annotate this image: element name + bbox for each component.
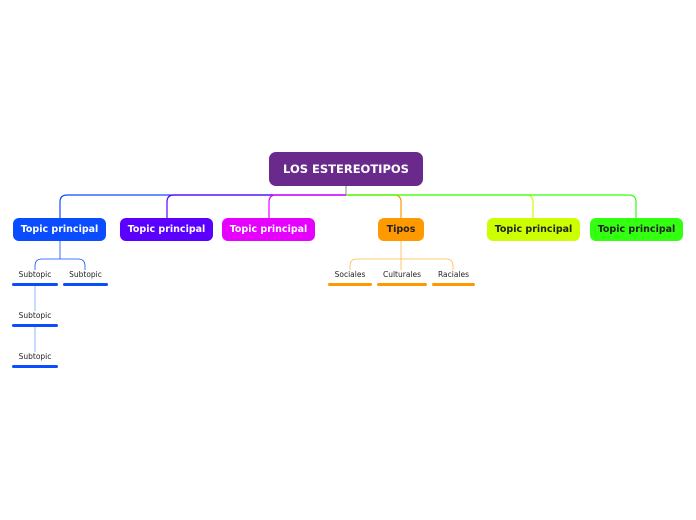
subtopic-3[interactable]: Subtopic (12, 310, 58, 322)
branch-line-topic-2 (166, 194, 346, 218)
topic-1-subtopic-lines (34, 241, 86, 270)
tipos-subtopic-sociales[interactable]: Sociales (328, 269, 372, 281)
main-topic-tipos[interactable]: Tipos (378, 218, 424, 241)
central-topic[interactable]: LOS ESTEREOTIPOS (269, 152, 423, 186)
main-topic-3[interactable]: Topic principal (222, 218, 315, 241)
main-topic-6-label: Topic principal (597, 224, 676, 235)
tipos-subtopic-raciales[interactable]: Raciales (432, 269, 475, 281)
tipos-subtopic-raciales-label: Raciales (437, 270, 470, 279)
subtopic-2[interactable]: Subtopic (63, 269, 108, 281)
subtopic-3-label: Subtopic (18, 311, 52, 320)
branch-line-topic-5 (346, 194, 534, 218)
subtopic-1-underline (12, 283, 58, 286)
subtopic-2-label: Subtopic (69, 270, 102, 279)
subtopic-4-label: Subtopic (18, 352, 52, 361)
main-topic-2[interactable]: Topic principal (120, 218, 213, 241)
branch-line-topic-6 (346, 194, 637, 218)
central-topic-label: LOS ESTEREOTIPOS (283, 162, 409, 176)
main-topic-2-label: Topic principal (127, 224, 206, 235)
main-topic-tipos-label: Tipos (386, 224, 416, 235)
main-topic-6[interactable]: Topic principal (590, 218, 683, 241)
subtopic-4[interactable]: Subtopic (12, 351, 58, 363)
subtopic-4-underline (12, 365, 58, 368)
tipos-subtopic-lines (349, 241, 454, 270)
tipos-subtopic-culturales-label: Culturales (382, 270, 422, 279)
branch-line-topic-3 (268, 194, 346, 218)
subtopic-3-underline (12, 324, 58, 327)
tipos-subtopic-raciales-underline (432, 283, 475, 286)
tipos-subtopic-sociales-label: Sociales (334, 270, 366, 279)
subtopic-2-underline (63, 283, 108, 286)
main-topic-1-label: Topic principal (20, 224, 99, 235)
tipos-subtopic-culturales-underline (377, 283, 427, 286)
branch-line-tipos (346, 194, 402, 218)
tipos-subtopic-sociales-underline (328, 283, 372, 286)
subtopic-1[interactable]: Subtopic (12, 269, 58, 281)
main-topic-3-label: Topic principal (229, 224, 308, 235)
tipos-subtopic-culturales[interactable]: Culturales (377, 269, 427, 281)
branch-line-topic-1 (59, 194, 346, 218)
main-topic-5-label: Topic principal (494, 224, 573, 235)
main-topic-1[interactable]: Topic principal (13, 218, 106, 241)
subtopic-1-label: Subtopic (18, 270, 52, 279)
main-topic-5[interactable]: Topic principal (487, 218, 580, 241)
